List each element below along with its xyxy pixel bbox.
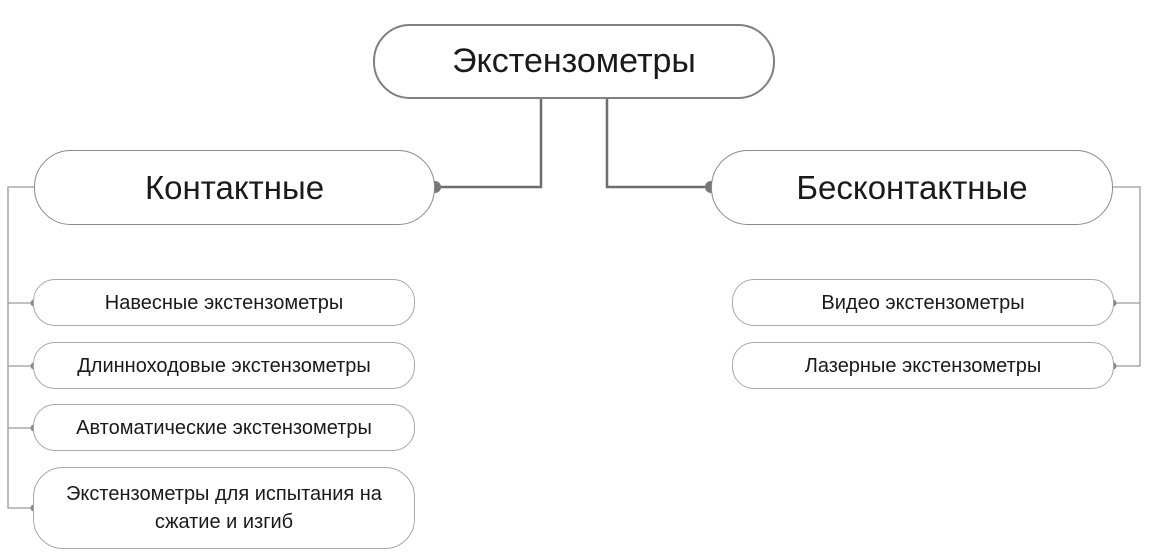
category-noncontact-node: Бесконтактные [711, 150, 1113, 225]
root-label: Экстензометры [452, 42, 696, 80]
leaf-label: Автоматические экстензометры [76, 416, 372, 439]
connector-root-contact [435, 99, 543, 189]
leaf-automatic-extensometers: Автоматические экстензометры [33, 404, 415, 451]
leaf-clip-on-extensometers: Навесные экстензометры [33, 279, 415, 326]
leaf-long-travel-extensometers: Длинноходовые экстензометры [33, 342, 415, 389]
category-noncontact-label: Бесконтактные [796, 168, 1028, 206]
leaf-label: Навесные экстензометры [104, 291, 344, 314]
leaf-label: Лазерные экстензометры [804, 354, 1042, 377]
bracket-contact [7, 186, 34, 509]
root-node: Экстензометры [373, 24, 775, 99]
leaf-label: Экстензометры для испытания на сжатие и … [66, 483, 382, 533]
bracket-noncontact [1113, 186, 1141, 367]
leaf-laser-extensometers: Лазерные экстензометры [732, 342, 1114, 389]
leaf-label: Длинноходовые экстензометры [77, 354, 371, 377]
leaf-label: Видео экстензометры [821, 291, 1025, 314]
leaf-video-extensometers: Видео экстензометры [732, 279, 1114, 326]
leaf-compression-bending-extensometers: Экстензометры для испытания на сжатие и … [33, 467, 415, 549]
connector-root-noncontact [605, 99, 711, 189]
category-contact-label: Контактные [144, 168, 325, 206]
category-contact-node: Контактные [34, 150, 435, 225]
